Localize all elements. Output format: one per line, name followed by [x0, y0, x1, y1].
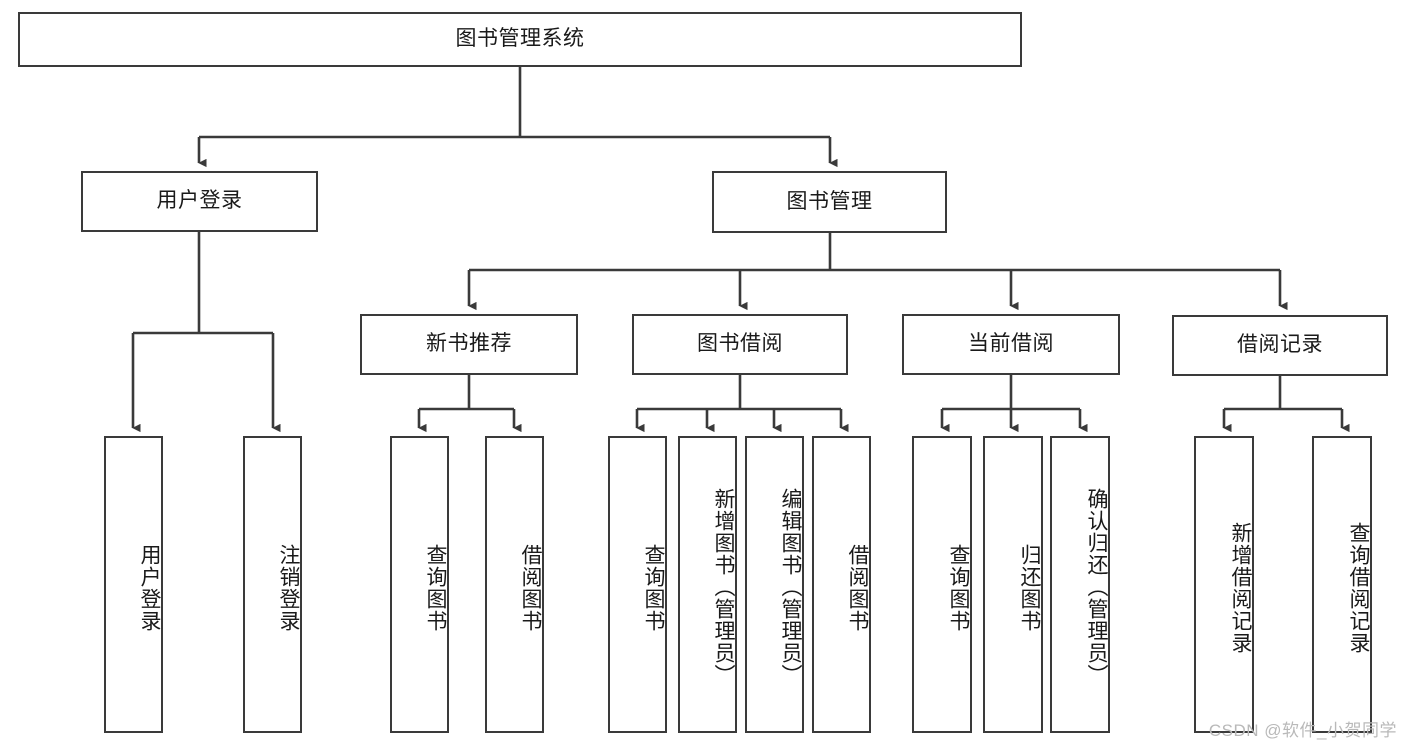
leaf-label: 用户登录 [138, 543, 161, 632]
leaf-borrow-query-book[interactable]: 查询图书 [608, 436, 667, 733]
leaf-label: 确认归还（管理员） [1085, 487, 1108, 686]
leaf-label: 新增借阅记录 [1229, 521, 1252, 654]
leaf-new-book-borrow[interactable]: 借阅图书 [485, 436, 544, 733]
leaf-current-confirm-return-admin[interactable]: 确认归还（管理员） [1050, 436, 1110, 733]
leaf-label: 查询借阅记录 [1347, 521, 1370, 654]
node-current-borrow[interactable]: 当前借阅 [902, 314, 1120, 375]
node-root-system[interactable]: 图书管理系统 [18, 12, 1022, 67]
leaf-label: 注销登录 [277, 543, 300, 632]
leaf-user-login-logout[interactable]: 注销登录 [243, 436, 302, 733]
leaf-label: 查询图书 [947, 543, 970, 632]
leaf-label: 归还图书 [1018, 543, 1041, 632]
leaf-label: 新增图书（管理员） [712, 487, 735, 686]
node-book-borrow[interactable]: 图书借阅 [632, 314, 848, 375]
leaf-current-return-book[interactable]: 归还图书 [983, 436, 1043, 733]
leaf-label: 查询图书 [642, 543, 665, 632]
leaf-borrow-edit-book-admin[interactable]: 编辑图书（管理员） [745, 436, 804, 733]
node-new-book-recommend[interactable]: 新书推荐 [360, 314, 578, 375]
leaf-label: 借阅图书 [846, 543, 869, 632]
leaf-label: 借阅图书 [519, 543, 542, 632]
leaf-record-add-record[interactable]: 新增借阅记录 [1194, 436, 1254, 733]
node-borrow-record[interactable]: 借阅记录 [1172, 315, 1388, 376]
node-book-management[interactable]: 图书管理 [712, 171, 947, 233]
node-user-login[interactable]: 用户登录 [81, 171, 318, 232]
leaf-record-query-record[interactable]: 查询借阅记录 [1312, 436, 1372, 733]
leaf-label: 编辑图书（管理员） [779, 487, 802, 686]
csdn-watermark: CSDN @软件_小贺同学 [1208, 721, 1397, 740]
leaf-borrow-add-book-admin[interactable]: 新增图书（管理员） [678, 436, 737, 733]
leaf-current-query-book[interactable]: 查询图书 [912, 436, 972, 733]
leaf-new-book-query[interactable]: 查询图书 [390, 436, 449, 733]
leaf-user-login-login[interactable]: 用户登录 [104, 436, 163, 733]
leaf-borrow-borrow-book[interactable]: 借阅图书 [812, 436, 871, 733]
leaf-label: 查询图书 [424, 543, 447, 632]
